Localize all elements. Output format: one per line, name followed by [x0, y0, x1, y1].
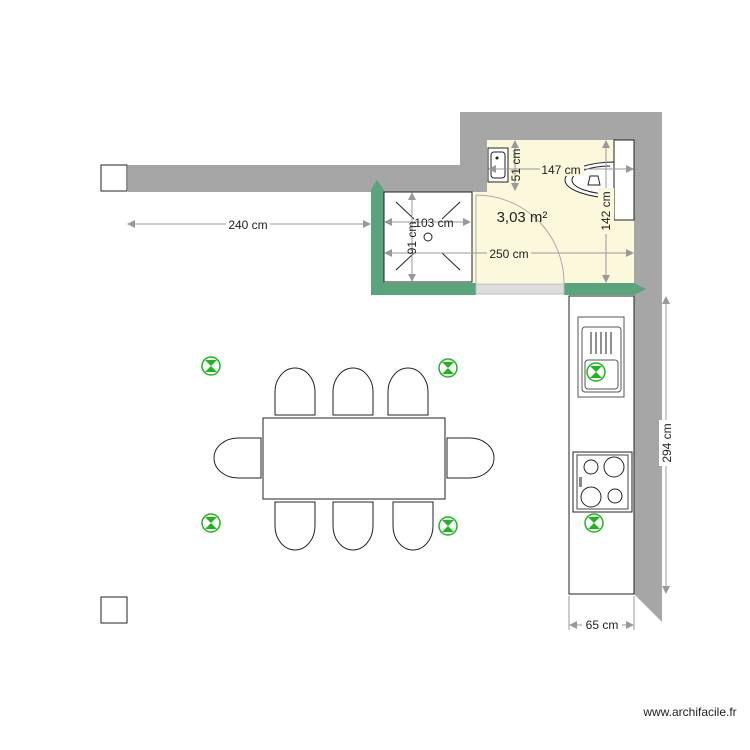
- dim-bathroom-inner: 147 cm: [541, 163, 580, 177]
- dim-kitchen-length: 294 cm: [660, 423, 674, 462]
- chair[interactable]: [446, 437, 495, 479]
- watermark: www.archifacile.fr: [642, 705, 736, 719]
- dim-shower-width: 103 cm: [414, 216, 453, 230]
- partition-bottom-left: [371, 283, 476, 295]
- dim-bathroom-depth: 142 cm: [599, 191, 613, 230]
- chair[interactable]: [213, 437, 262, 479]
- outlet-marker-icon[interactable]: [586, 362, 606, 382]
- wall-bathroom: [460, 112, 662, 622]
- outlet-marker-icon[interactable]: [438, 516, 458, 536]
- dim-bathroom-width: 250 cm: [489, 247, 528, 261]
- chair[interactable]: [274, 367, 316, 416]
- bathroom-door-opening[interactable]: [475, 283, 565, 295]
- chair[interactable]: [332, 501, 374, 551]
- door-swing-arc: [475, 194, 565, 284]
- column-top: [100, 164, 128, 192]
- outlet-marker-icon[interactable]: [438, 358, 458, 378]
- chair[interactable]: [332, 367, 374, 416]
- wall-top-left: [128, 165, 473, 192]
- cooktop[interactable]: [572, 451, 633, 513]
- room-area-label: 3,03 m²: [497, 209, 548, 226]
- dim-living-wall: 240 cm: [228, 218, 267, 232]
- outlet-marker-icon[interactable]: [584, 513, 604, 533]
- outlet-marker-icon[interactable]: [201, 513, 221, 533]
- chair[interactable]: [392, 501, 434, 551]
- dim-shower-depth: 91 cm: [405, 222, 419, 255]
- dining-table[interactable]: [262, 417, 446, 500]
- kitchen-sink[interactable]: [577, 316, 625, 398]
- chair[interactable]: [387, 367, 429, 416]
- chair[interactable]: [274, 501, 316, 551]
- dim-sink-depth: 51 cm: [509, 149, 523, 182]
- dim-counter-depth: 65 cm: [586, 618, 619, 632]
- partition-bottom-right: [564, 283, 646, 295]
- column-bottom: [100, 596, 128, 624]
- partition-left: [371, 180, 384, 283]
- outlet-marker-icon[interactable]: [201, 356, 221, 376]
- shower-tray[interactable]: [383, 191, 473, 283]
- washbasin[interactable]: [487, 147, 509, 183]
